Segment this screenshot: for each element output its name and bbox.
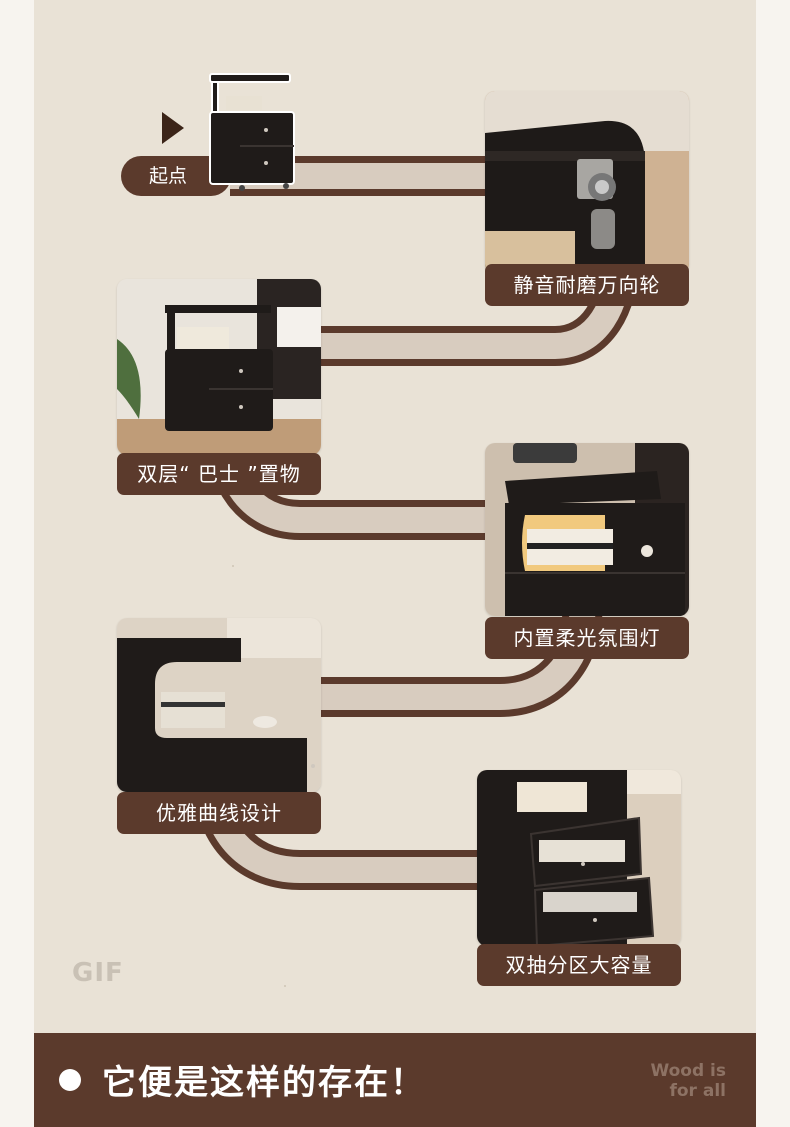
ambient-light-photo: [485, 443, 689, 616]
logo-line-1: Wood is: [650, 1061, 726, 1081]
feature-label-wheel: 静音耐磨万向轮: [485, 264, 689, 306]
curved-design-photo: [117, 618, 321, 792]
nightstand-product-image: [209, 73, 295, 191]
universal-wheel-photo: [485, 91, 689, 274]
feature-label-two-tier: 双层“ 巴士 ”置物: [117, 453, 321, 495]
two-tier-shelf-photo: [117, 279, 321, 455]
paper-speck: [232, 565, 234, 567]
wood-is-for-all-logo: Wood is for all: [650, 1061, 726, 1101]
feature-label-ambient-light: 内置柔光氛围灯: [485, 617, 689, 659]
logo-line-2: for all: [669, 1081, 726, 1101]
feature-label-curved: 优雅曲线设计: [117, 792, 321, 834]
bullet-dot-icon: [59, 1069, 81, 1091]
double-drawer-photo: [477, 770, 681, 946]
paper-speck: [284, 985, 286, 987]
gif-watermark: GIF: [72, 958, 124, 988]
feature-label-double-drawer: 双抽分区大容量: [477, 944, 681, 986]
start-arrow-icon: [162, 112, 184, 144]
footer-banner: 它便是这样的存在！ Wood is for all: [34, 1033, 756, 1127]
footer-slogan: 它便是这样的存在！: [102, 1063, 426, 1103]
